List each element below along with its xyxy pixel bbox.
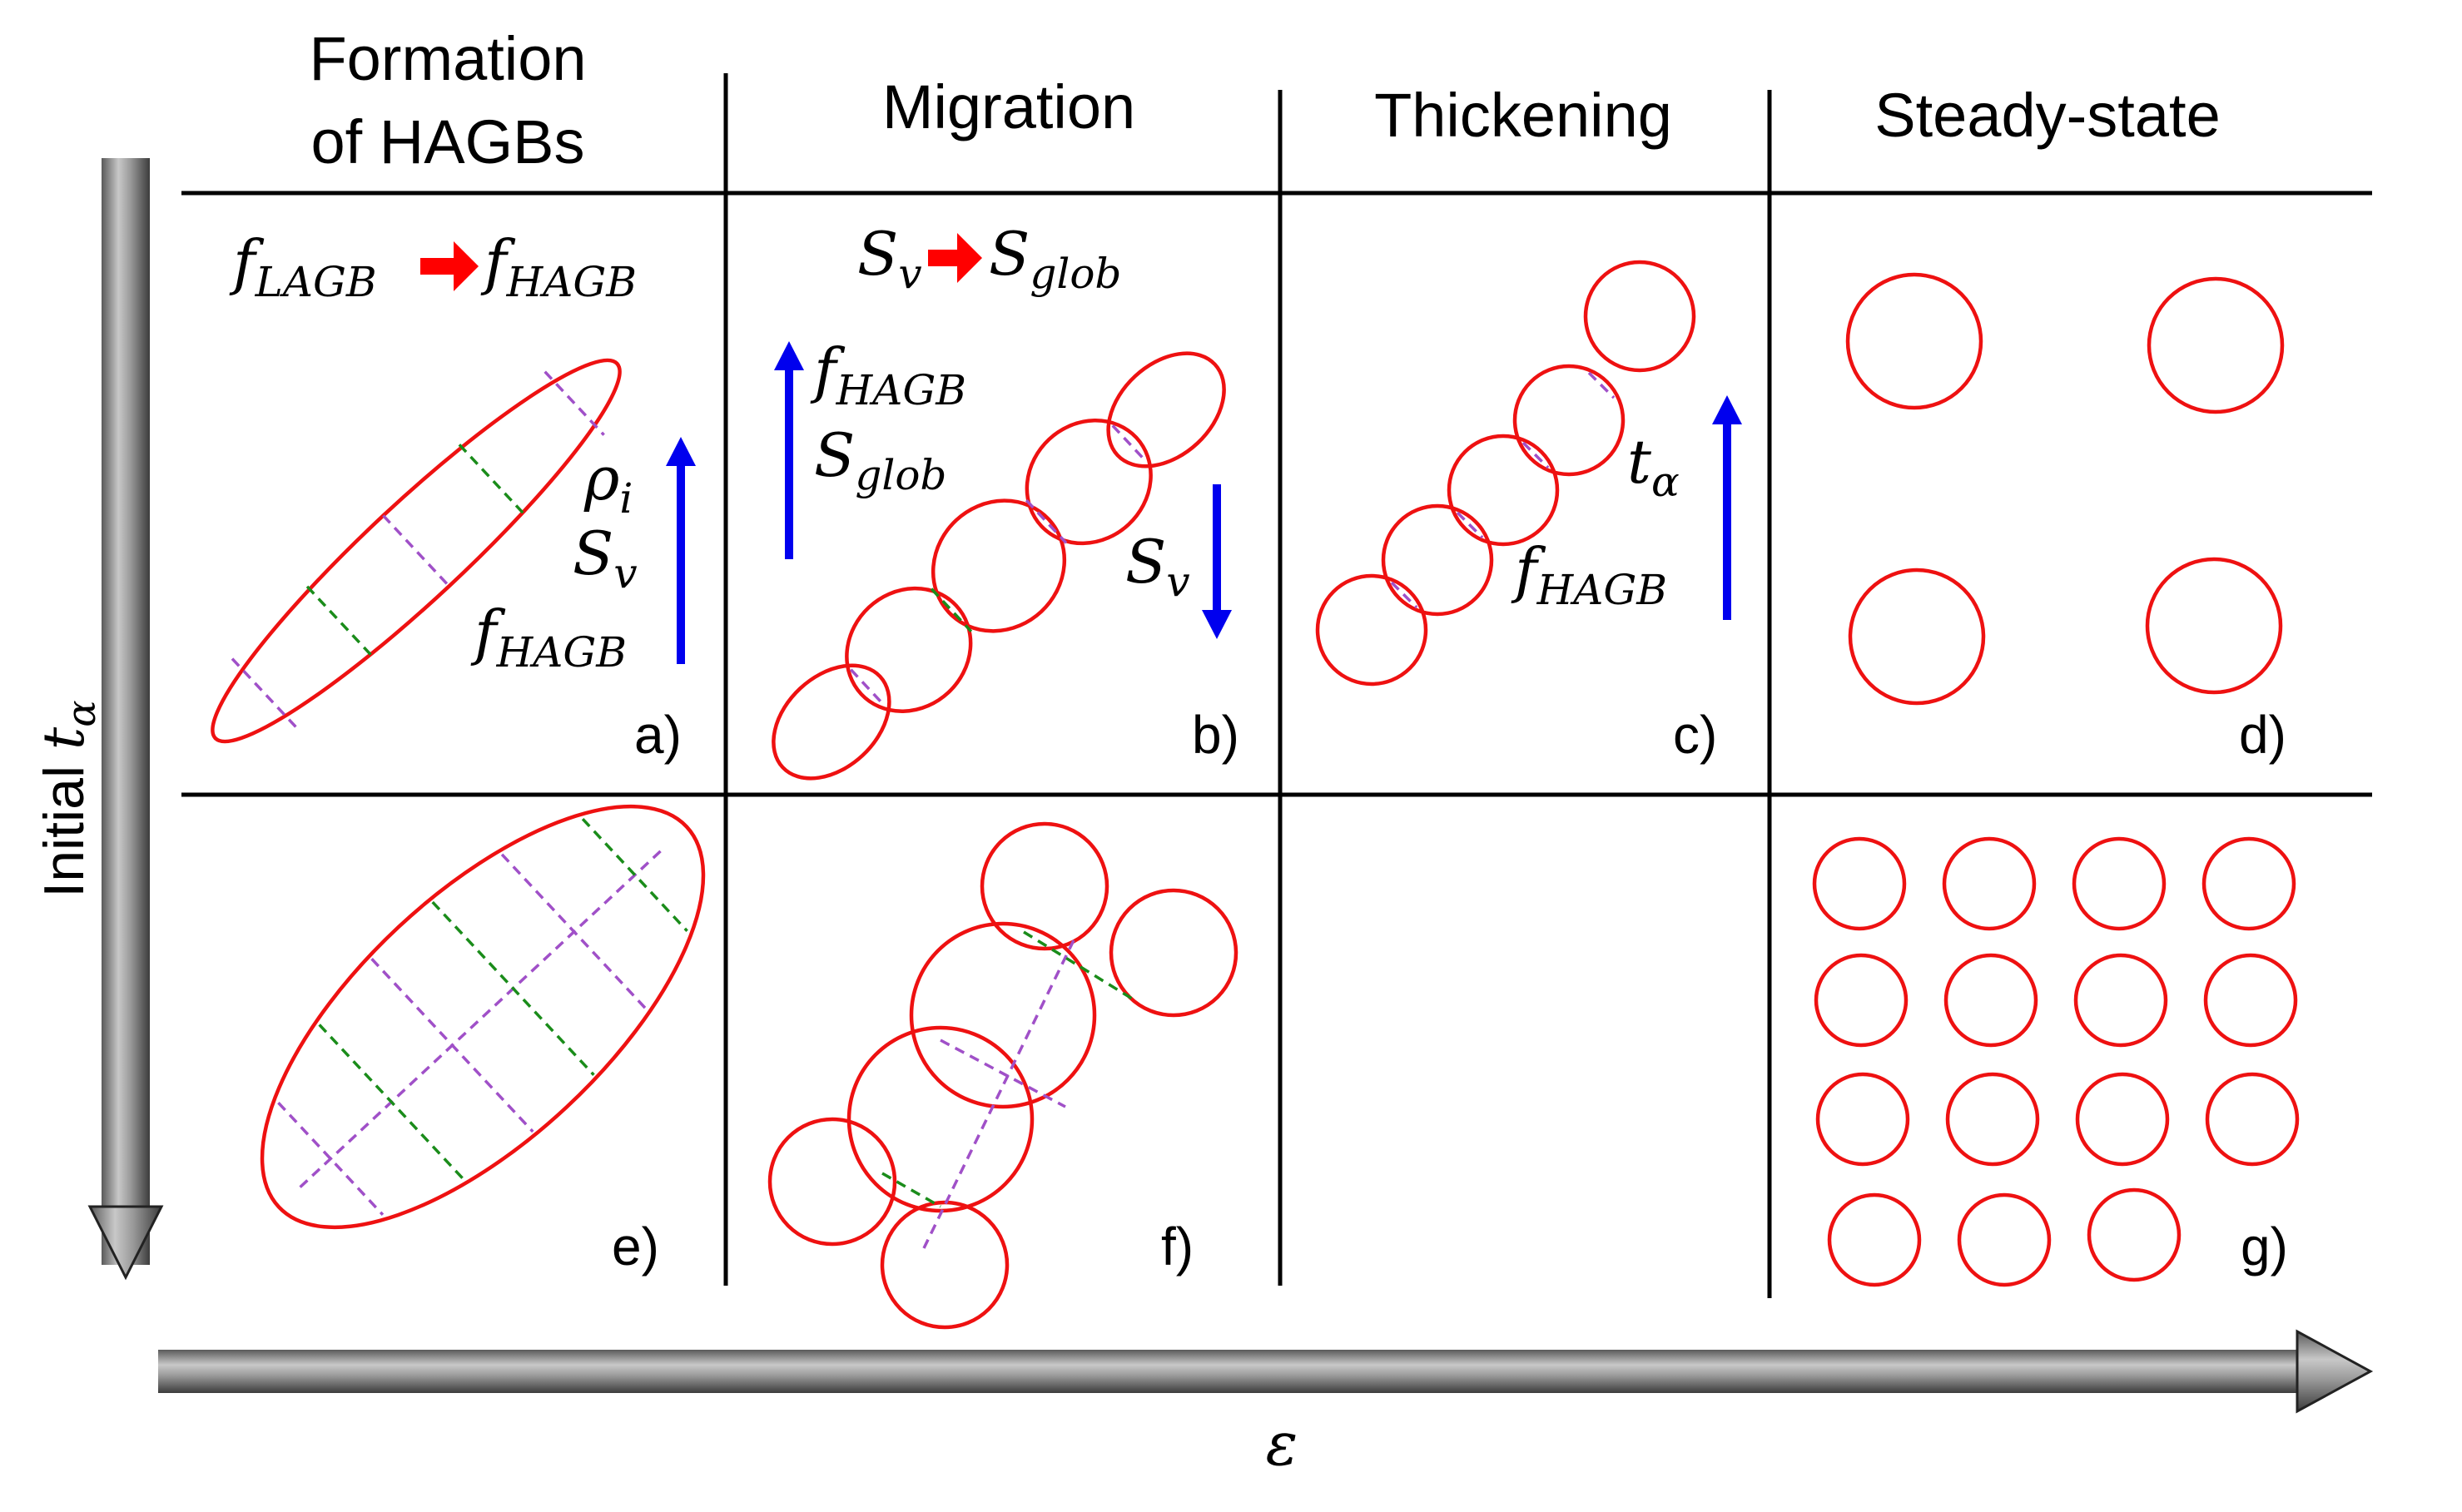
lagb-line — [940, 1039, 1066, 1108]
hagb-line — [930, 587, 973, 632]
panel-label-d: d) — [2239, 705, 2286, 765]
grain-g — [2075, 1072, 2170, 1167]
grain-g — [1945, 1072, 2040, 1167]
transition-arrow-a — [420, 241, 479, 291]
grain-f-cluster — [767, 821, 1238, 1330]
lagb-line — [1390, 581, 1418, 609]
grain-g — [1957, 1192, 2052, 1287]
lagb-line — [850, 668, 886, 707]
lagb-line — [1521, 441, 1550, 469]
grain-d-3 — [1848, 568, 1986, 706]
panel-label-b: b) — [1192, 705, 1239, 765]
grain-g — [2072, 836, 2167, 931]
header-formation-line2: of HAGBs — [311, 107, 585, 176]
panel-a: fLAGB fHAGB ρi Sv fHAGB a) — [211, 227, 696, 765]
panel-label-g: g) — [2241, 1217, 2288, 1277]
grain-e-ellipse — [260, 804, 706, 1230]
lagb-line — [1025, 499, 1068, 544]
lagb-line — [1111, 424, 1148, 464]
grid-lines — [181, 73, 2372, 1298]
hagb-line — [305, 585, 375, 658]
grain-g — [2205, 1072, 2300, 1167]
formula-c-fhagb: fHAGB — [1511, 535, 1667, 614]
header-migration: Migration — [882, 72, 1135, 141]
trend-arrow-down-b — [1202, 484, 1232, 639]
formula-b-sv: Sv — [1125, 527, 1190, 606]
grain-c-chain — [1315, 260, 1696, 687]
grain-g — [1814, 953, 1909, 1048]
formula-a-sv: Sv — [573, 518, 638, 597]
panel-c: tα fHAGB c) — [1315, 260, 1742, 765]
lagb-line — [1456, 511, 1484, 539]
panel-b: Sv Sglob fHAGB Sglob Sv b) — [772, 219, 1239, 781]
formula-c-ta: tα — [1627, 427, 1680, 506]
trend-arrow-up-c — [1712, 395, 1742, 620]
y-axis-arrow — [87, 158, 164, 1281]
formula-a-fhagb: fHAGB — [470, 597, 627, 677]
formula-b-sglob: Sglob — [814, 420, 946, 499]
header-steady-state: Steady-state — [1874, 81, 2220, 150]
hagb-line — [458, 444, 527, 517]
grain-g — [2201, 836, 2296, 931]
hagb-line — [1023, 930, 1133, 1000]
hagb-line — [581, 818, 688, 932]
grain-a-elongated — [211, 358, 622, 744]
panel-label-c: c) — [1673, 705, 1717, 765]
formula-b-fhagb: fHAGB — [810, 335, 966, 414]
header-thickening: Thickening — [1374, 81, 1672, 150]
grain-g — [2087, 1187, 2182, 1282]
grain-g — [1812, 836, 1907, 931]
lagb-line — [544, 370, 605, 436]
formula-a-to: fHAGB — [480, 227, 637, 306]
panel-label-e: e) — [612, 1217, 659, 1277]
hagb-line — [431, 900, 595, 1076]
lagb-line — [370, 958, 534, 1133]
header-formation-line1: Formation — [309, 24, 586, 93]
panel-label-f: f) — [1161, 1217, 1194, 1277]
grain-d-2 — [2147, 276, 2285, 414]
hagb-line — [881, 1172, 941, 1208]
grain-g — [1942, 836, 2037, 931]
grain-g — [1943, 953, 2038, 1048]
panel-d: d) — [1845, 272, 2286, 765]
grain-g — [1827, 1192, 1922, 1287]
lagb-line — [277, 1102, 385, 1216]
panel-label-a: a) — [634, 705, 682, 765]
panel-g: g) — [1812, 836, 2300, 1287]
lagb-line — [382, 514, 450, 587]
transition-arrow-b — [928, 233, 982, 283]
grain-g — [2203, 953, 2298, 1048]
grain-g — [1815, 1072, 1910, 1167]
x-axis-label: ε — [1266, 1409, 1298, 1479]
panel-f: f) — [767, 821, 1238, 1330]
lagb-line — [922, 939, 1075, 1249]
trend-arrow-up-a — [666, 437, 696, 664]
hagb-line — [318, 1024, 465, 1181]
grain-d-1 — [1845, 272, 1983, 410]
lagb-line — [299, 845, 667, 1188]
lagb-line — [500, 853, 648, 1010]
panel-e: e) — [260, 804, 706, 1277]
trend-arrow-up-b — [774, 341, 804, 559]
formula-a-from: fLAGB — [229, 227, 377, 306]
grain-b-chain — [772, 351, 1226, 781]
formula-a-rho: ρi — [583, 444, 633, 523]
y-axis-label: Initial tα — [32, 700, 105, 897]
lagb-line — [1587, 371, 1616, 399]
grain-g — [2073, 953, 2168, 1048]
x-axis-arrow — [158, 1329, 2374, 1414]
grain-d-4 — [2145, 557, 2283, 695]
formula-b-from: Sv — [857, 219, 922, 298]
formula-b-to: Sglob — [989, 219, 1121, 298]
